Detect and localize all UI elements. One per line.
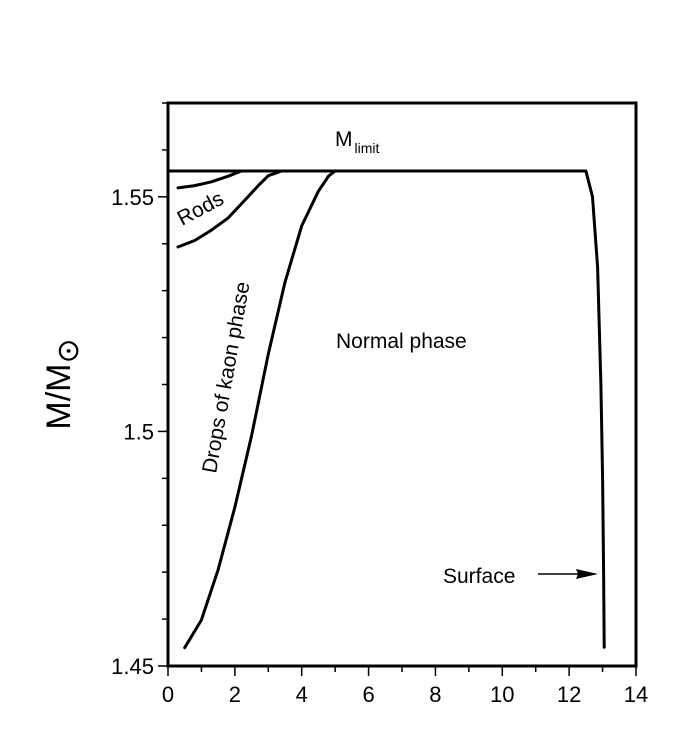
ticks: 0 2 4 6 8 10 12 14 1.45 1.5 1.55 xyxy=(111,102,648,707)
surface-arrowhead xyxy=(576,569,598,579)
solar-symbol: ⊙ xyxy=(52,338,85,363)
x-tick-label: 10 xyxy=(490,682,514,707)
x-tick-label: 0 xyxy=(162,682,174,707)
y-axis-label: M/M⊙ xyxy=(40,338,85,429)
x-tick-label: 4 xyxy=(296,682,308,707)
curve-line xyxy=(166,169,606,649)
x-tick-label: 8 xyxy=(429,682,441,707)
annotation-m-limit-subscript: limit xyxy=(355,140,380,156)
y-tick-label: 1.45 xyxy=(111,654,154,679)
curve-line xyxy=(183,169,337,650)
x-tick-label: 6 xyxy=(362,682,374,707)
plot-frame xyxy=(166,101,638,668)
y-tick-label: 1.55 xyxy=(111,185,154,210)
annotation-drops-of-kaon-phase: Drops of kaon phase xyxy=(198,280,254,475)
annotation-surface: Surface xyxy=(443,565,515,588)
y-tick-label: 1.5 xyxy=(123,419,154,444)
curves xyxy=(166,169,606,650)
curve-line xyxy=(176,169,243,190)
x-tick-label: 12 xyxy=(557,682,581,707)
x-tick-label: 2 xyxy=(229,682,241,707)
x-tick-label: 14 xyxy=(624,682,648,707)
annotation-normal-phase: Normal phase xyxy=(336,330,467,353)
curve-line xyxy=(176,169,284,249)
